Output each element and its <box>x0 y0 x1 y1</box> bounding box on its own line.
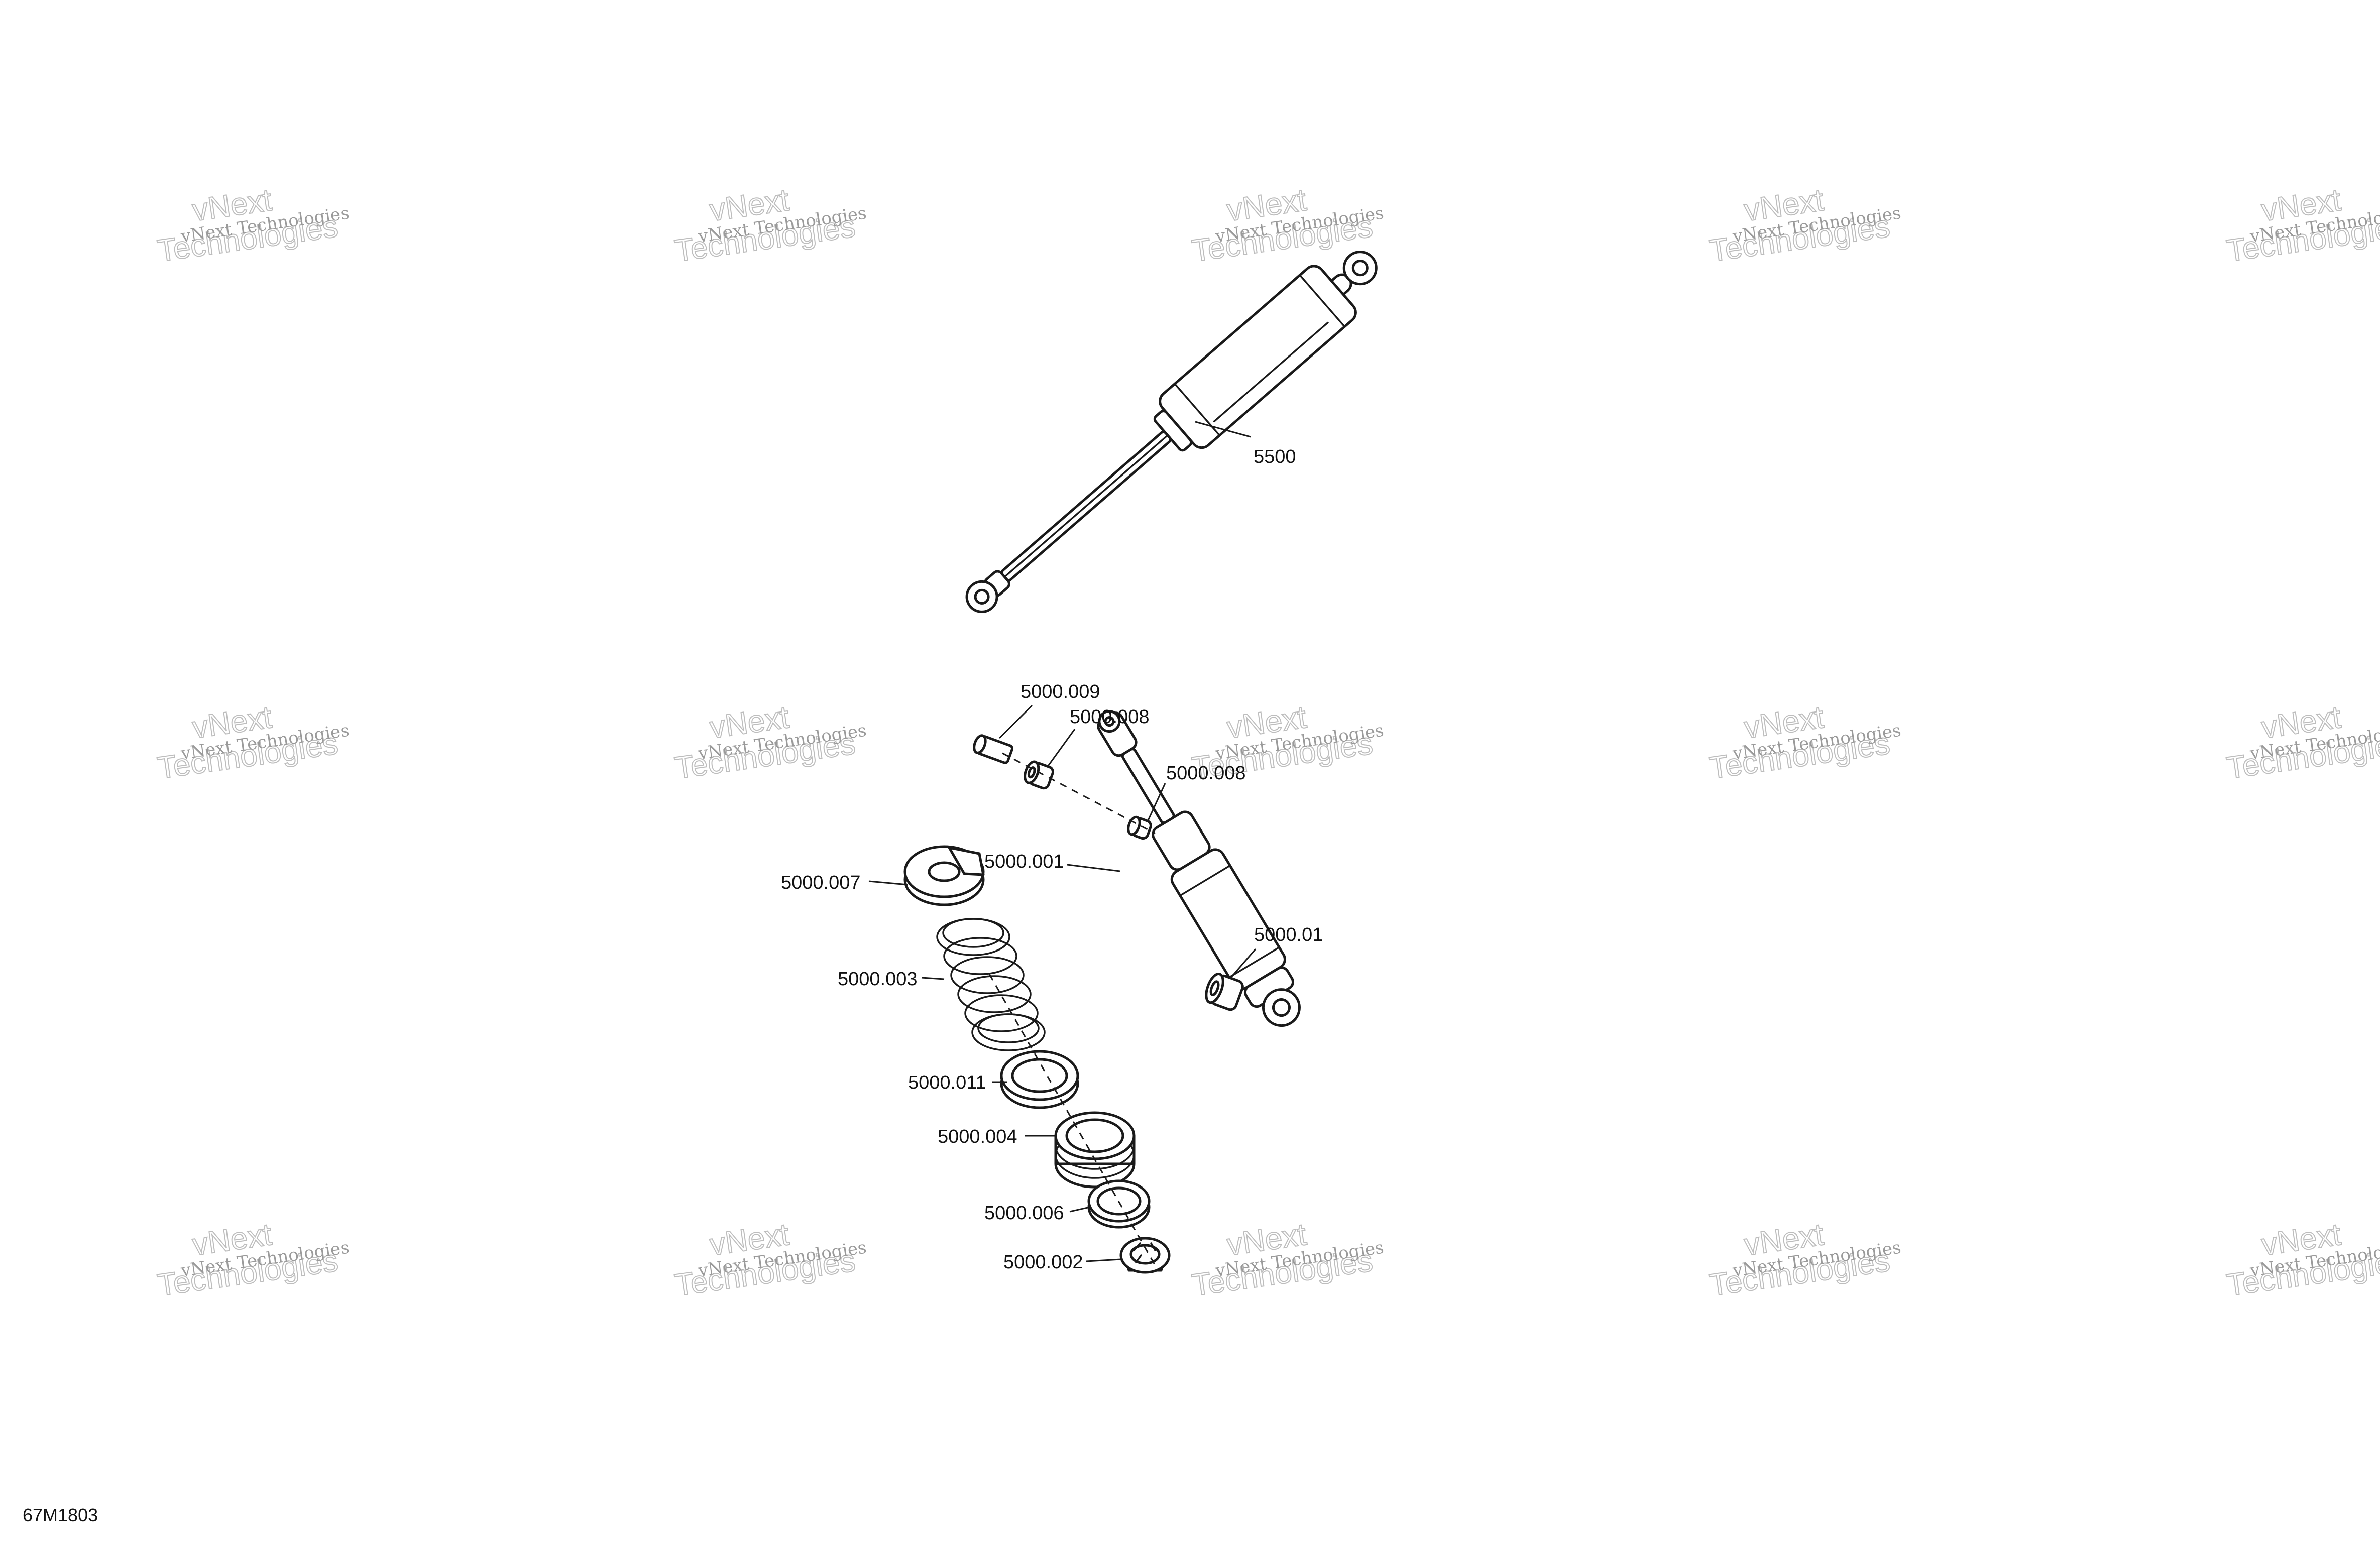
callout-labels: 5500 5000.009 5000.008 5000.008 5000.001… <box>781 446 1323 1273</box>
adjuster-5000-004 <box>1054 1111 1136 1189</box>
callout-5000-006: 5000.006 <box>984 1203 1064 1224</box>
callout-5000-008-top: 5000.008 <box>1070 706 1150 728</box>
shock-body-5000-001 <box>1097 710 1301 1027</box>
leader-lines <box>868 421 1257 1262</box>
callout-5000-007: 5000.007 <box>781 872 861 893</box>
ring-5000-006 <box>1087 1179 1151 1229</box>
callout-5000-002: 5000.002 <box>1003 1252 1083 1273</box>
callout-5000-001: 5000.001 <box>984 851 1064 872</box>
callout-5000-004: 5000.004 <box>938 1126 1017 1147</box>
nut-5000-002 <box>1119 1237 1171 1274</box>
coil-spring-5000-003 <box>936 918 1046 1051</box>
assembly-axis <box>988 752 1156 1266</box>
ring-5000-011 <box>1000 1050 1079 1109</box>
bushing-5000-008-right <box>1127 815 1152 840</box>
callout-5000-008-right: 5000.008 <box>1166 763 1246 784</box>
callout-5500: 5500 <box>1254 446 1296 467</box>
callout-5000-003: 5000.003 <box>838 969 918 990</box>
callout-5000-011: 5000.011 <box>908 1072 986 1093</box>
callout-5000-009: 5000.009 <box>1021 681 1100 702</box>
diagram-id-label: 67M1803 <box>23 1505 98 1525</box>
pin-5000-009 <box>973 734 1014 764</box>
shock-absorber-5500 <box>965 251 1378 613</box>
callout-5000-01: 5000.01 <box>1254 924 1323 945</box>
bushing-5000-01 <box>1205 973 1244 1011</box>
spring-seat-5000-007 <box>903 845 985 906</box>
